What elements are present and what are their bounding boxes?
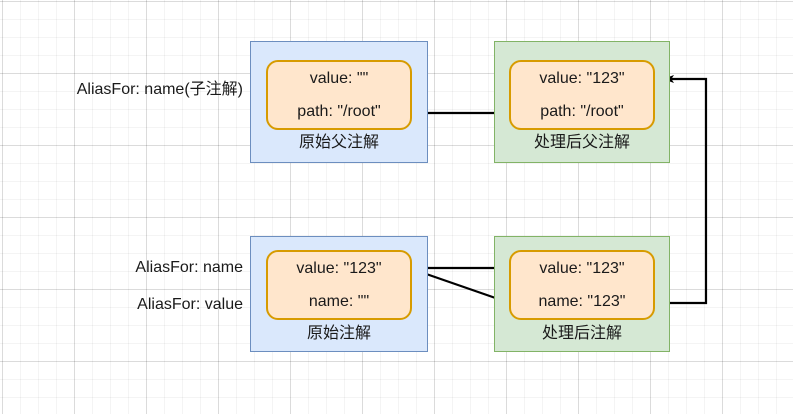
node-processed-parent-row-value: value: "123": [539, 69, 625, 87]
node-processed-child-body[interactable]: value: "123" name: "123": [509, 250, 655, 320]
node-original-child-caption: 原始注解: [306, 325, 371, 342]
node-original-child-body[interactable]: value: "123" name: "": [266, 250, 412, 320]
node-processed-parent-row-path: path: "/root": [540, 102, 624, 120]
node-original-parent-row-path: path: "/root": [297, 102, 381, 120]
node-processed-child-row-name: name: "123": [538, 292, 626, 310]
label-child-aliasfor-value: AliasFor: value: [137, 296, 243, 313]
label-child-aliasfor-name: AliasFor: name: [135, 259, 243, 276]
node-original-parent-row-value: value: "": [309, 69, 369, 87]
label-parent-aliasfor: AliasFor: name(子注解): [76, 81, 243, 98]
node-original-child-row-value: value: "123": [296, 259, 382, 277]
node-original-child-row-name: name: "": [308, 292, 370, 310]
node-original-parent-caption: 原始父注解: [298, 134, 379, 151]
node-processed-parent-body[interactable]: value: "123" path: "/root": [509, 60, 655, 130]
node-processed-child-row-value: value: "123": [539, 259, 625, 277]
node-original-parent-body[interactable]: value: "" path: "/root": [266, 60, 412, 130]
node-processed-child-caption: 处理后注解: [541, 325, 622, 342]
node-processed-parent-caption: 处理后父注解: [533, 134, 630, 151]
